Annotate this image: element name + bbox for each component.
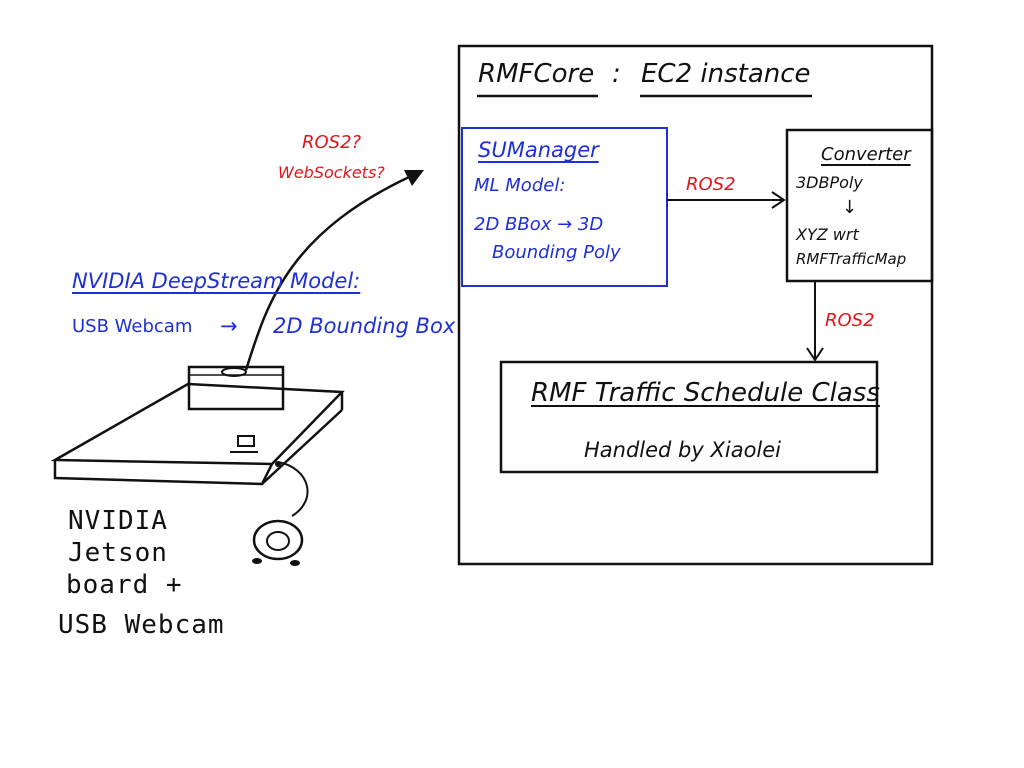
- jetson-caption-line-3: board +: [66, 570, 183, 600]
- rmfcore-box: [457, 44, 934, 566]
- arrowhead-jetson-to-cloud: [404, 170, 424, 186]
- deepstream-arrow: →: [220, 314, 238, 338]
- edge-label-jetson-websockets: WebSockets?: [278, 163, 385, 182]
- rmfcore-title-separator: :: [612, 59, 621, 89]
- arrowhead-sumanager-converter: [771, 191, 786, 209]
- jetson-caption-line-4: USB Webcam: [58, 610, 225, 640]
- schedule-subtitle: Handled by Xiaolei: [584, 438, 782, 462]
- converter-down-arrow: ↓: [842, 197, 858, 218]
- sumanager-title: SUManager: [478, 138, 599, 162]
- arrow-jetson-to-cloud: [244, 170, 421, 371]
- converter-line-1: 3DBPoly: [796, 173, 863, 192]
- jetson-board-drawing: [50, 365, 345, 517]
- deepstream-title: NVIDIA DeepStream Model:: [72, 269, 361, 293]
- converter-line-2: XYZ wrt: [796, 225, 859, 244]
- edge-label-converter-schedule: ROS2: [825, 310, 875, 331]
- schedule-box: [499, 360, 879, 474]
- rmfcore-title-left: RMFCore: [478, 59, 595, 89]
- schedule-title: RMF Traffic Schedule Class: [531, 378, 880, 408]
- edge-label-jetson-ros2: ROS2?: [302, 132, 362, 153]
- sumanager-line-1: ML Model:: [474, 175, 566, 196]
- sumanager-line-3: Bounding Poly: [492, 242, 621, 263]
- arrowhead-converter-schedule: [806, 347, 824, 362]
- rmfcore-title-right: EC2 instance: [641, 59, 811, 89]
- sumanager-box: [461, 127, 668, 287]
- deepstream-line-2: 2D Bounding Box: [273, 314, 456, 338]
- converter-title: Converter: [821, 144, 911, 165]
- deepstream-line-1: USB Webcam: [72, 316, 193, 337]
- sumanager-line-2: 2D BBox → 3D: [474, 214, 604, 235]
- edge-label-sumanager-converter: ROS2: [686, 174, 736, 195]
- converter-line-3: RMFTrafficMap: [796, 250, 907, 268]
- converter-box: [785, 128, 934, 283]
- webcam-drawing: [252, 519, 304, 566]
- jetson-caption-line-1: NVIDIA: [68, 506, 168, 536]
- jetson-caption-line-2: Jetson: [68, 538, 168, 568]
